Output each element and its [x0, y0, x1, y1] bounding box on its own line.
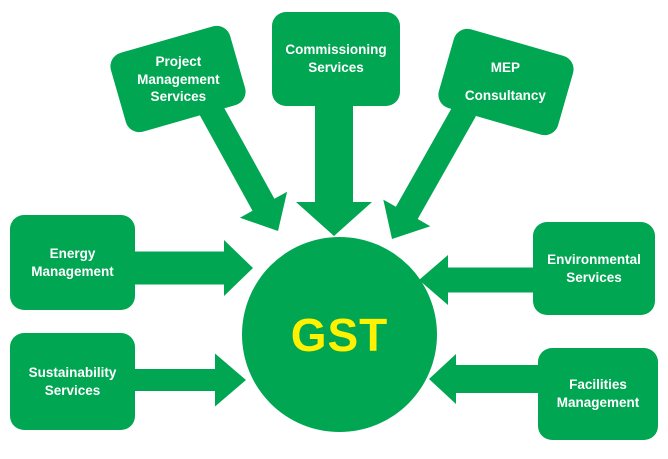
- node-project-management-services-label: Project Management Services: [136, 53, 220, 104]
- gst-center-circle: GST: [242, 237, 437, 432]
- node-sustainability-services: Sustainability Services: [10, 333, 135, 430]
- node-environmental-services: Environmental Services: [533, 222, 655, 315]
- node-energy-management: Energy Management: [10, 215, 135, 310]
- arrow-environmental-to-gst: [419, 255, 533, 305]
- arrow-sustainability-to-gst: [135, 353, 246, 407]
- arrow-energy-management-to-gst: [135, 240, 253, 296]
- node-commissioning-services: Commissioning Services: [272, 12, 400, 106]
- arrow-project-management-to-gst: [199, 102, 288, 231]
- node-commissioning-services-label: Commissioning Services: [285, 42, 387, 75]
- node-facilities-management-label: Facilities Management: [556, 377, 640, 410]
- gst-center-label: GST: [290, 308, 389, 361]
- node-mep-consultancy-label: MEP Consultancy: [465, 59, 547, 103]
- arrow-commissioning-to-gst: [296, 106, 372, 236]
- arrow-facilities-to-gst: [429, 354, 538, 404]
- node-sustainability-services-label: Sustainability Services: [28, 364, 117, 398]
- node-facilities-management: Facilities Management: [538, 348, 658, 440]
- node-energy-management-label: Energy Management: [31, 245, 114, 279]
- node-environmental-services-label: Environmental Services: [547, 251, 641, 285]
- arrow-mep-consultancy-to-gst: [383, 103, 476, 239]
